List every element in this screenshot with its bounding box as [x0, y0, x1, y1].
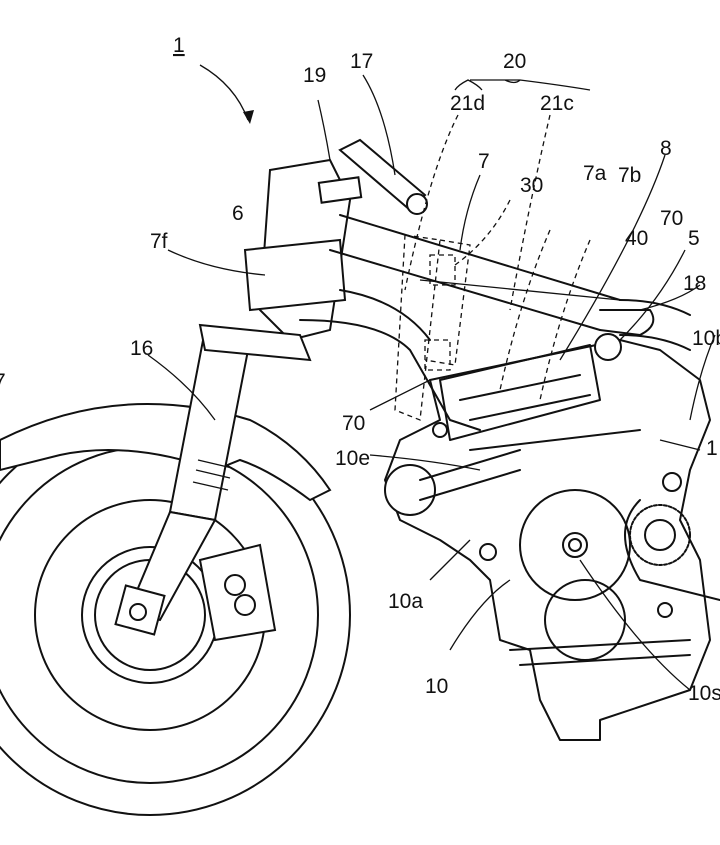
label-7: 7	[478, 150, 490, 173]
dashed-components	[394, 229, 591, 421]
engine	[384, 333, 720, 741]
head-pipe	[198, 158, 352, 362]
label-20: 20	[503, 50, 526, 73]
label-7b: 7b	[618, 164, 641, 187]
label-7a: 7a	[583, 162, 607, 185]
label-1-right: 1	[706, 437, 718, 460]
label-1: 1	[173, 34, 185, 57]
label-7-left: 7	[0, 370, 6, 393]
label-30: 30	[520, 174, 543, 197]
label-18: 18	[683, 272, 706, 295]
label-70-upper: 70	[660, 207, 683, 230]
label-70-lower: 70	[342, 412, 365, 435]
label-10e: 10e	[335, 447, 370, 470]
label-10: 10	[425, 675, 448, 698]
label-21d: 21d	[450, 92, 485, 115]
label-6: 6	[232, 202, 244, 225]
label-10b: 10b	[692, 327, 720, 350]
front-fender	[0, 403, 332, 502]
label-21c: 21c	[540, 92, 574, 115]
label-8: 8	[660, 137, 672, 160]
label-10a: 10a	[388, 590, 423, 613]
label-7f: 7f	[150, 230, 168, 253]
label-40: 40	[625, 227, 648, 250]
reference-labels: 1 17 19 20 21d 21c 7 7a 7b 8 30 6 7f 70 …	[0, 34, 720, 705]
label-5: 5	[688, 227, 700, 250]
label-19: 19	[303, 64, 326, 87]
label-10s: 10s	[688, 682, 720, 705]
leader-lines	[147, 64, 716, 691]
label-16: 16	[130, 337, 153, 360]
label-17: 17	[350, 50, 373, 73]
front-fork	[114, 328, 252, 636]
handlebar	[317, 138, 428, 215]
brake-caliper	[198, 543, 277, 642]
